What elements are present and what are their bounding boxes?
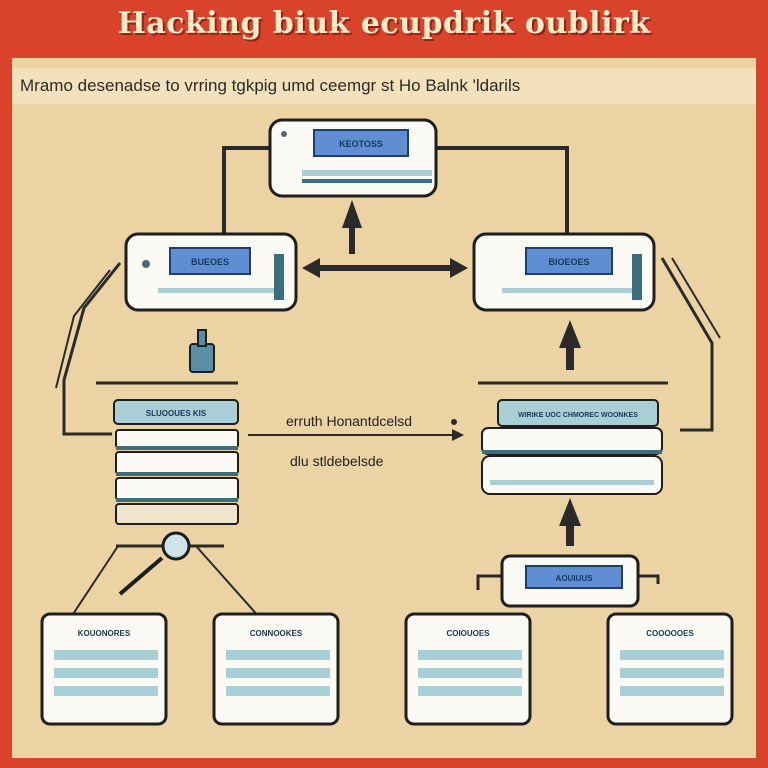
- bottom-box-2: CONNOOKES: [212, 612, 340, 726]
- box-label: COOOOOES: [646, 629, 694, 638]
- drive-stripe: [418, 686, 522, 696]
- drive-stripe: [226, 650, 330, 660]
- node-label-box: [169, 247, 251, 275]
- connector-dot: [451, 419, 457, 425]
- server-left: BUEOES: [124, 232, 298, 312]
- node-label: AOUIUUS: [556, 574, 594, 583]
- connector-key-right: [195, 545, 261, 619]
- subtitle-strip: Mramo desenadse to vrring tgkpig umd cee…: [12, 68, 756, 104]
- key-icon: [118, 531, 191, 596]
- drive-stripe: [418, 650, 522, 660]
- connector-right-loop: [660, 257, 714, 432]
- drive-stripe: [226, 668, 330, 678]
- node-label-box: [525, 247, 613, 275]
- node-label: KEOTOSS: [339, 139, 383, 149]
- drive-stripe: [620, 650, 724, 660]
- connector-top-left: [222, 146, 270, 236]
- arrow-up-icon: [559, 498, 581, 546]
- box-label: KOUONORES: [78, 629, 131, 638]
- connector-right-loop-2: [671, 257, 721, 339]
- bottom-box-1: KOUONORES: [40, 612, 168, 726]
- arrow-up-icon: [342, 200, 362, 254]
- double-arrow-icon: [302, 258, 468, 278]
- connector-left-loop-2: [55, 269, 111, 389]
- diagram-panel: Mramo desenadse to vrring tgkpig umd cee…: [12, 58, 756, 758]
- status-light: [142, 260, 150, 268]
- status-light: [281, 131, 287, 137]
- node-label-box: [525, 565, 623, 589]
- edge-label: erruth Honantdcelsd: [286, 413, 412, 429]
- network-diagram: KEOTOSS BUEOES BIOEOES: [40, 118, 734, 726]
- plug-icon: [189, 329, 215, 373]
- drive-stripe: [54, 686, 158, 696]
- drive-stripe: [116, 472, 238, 476]
- box-label: CONNOOKES: [250, 629, 303, 638]
- arrow-up-icon: [559, 320, 581, 370]
- bottom-box-4: COOOOOES: [606, 612, 734, 726]
- server-bottom: AOUIUUS: [500, 554, 640, 608]
- server-top: KEOTOSS: [268, 118, 438, 198]
- data-stack-left: SLUOOUES KIS: [113, 399, 239, 525]
- drive-stripe: [490, 480, 654, 485]
- connector-top-right: [436, 146, 569, 236]
- drive-stripe: [226, 686, 330, 696]
- connector-left-loop: [62, 262, 122, 436]
- bottom-box-3: COIOUOES: [404, 612, 532, 726]
- drive-stripe: [632, 254, 642, 300]
- poster-title: Hacking biuk ecupdrik oublirk: [117, 6, 651, 41]
- drive-stripe: [274, 254, 284, 300]
- node-label: BUEOES: [191, 257, 229, 267]
- drive-stripe: [482, 450, 662, 454]
- arrow-right-icon: [452, 429, 464, 441]
- connectors: [51, 146, 721, 647]
- drive-stripe: [502, 288, 642, 293]
- box-label: COIOUOES: [446, 629, 490, 638]
- drive-stripe: [116, 446, 238, 450]
- stack-label: WIRIKE UOC CHMOREC WOONKES: [518, 412, 638, 419]
- drive-stripe: [620, 686, 724, 696]
- drive-stripe: [302, 170, 432, 176]
- drive-stripe: [158, 288, 284, 293]
- poster-subtitle: Mramo desenadse to vrring tgkpig umd cee…: [20, 76, 521, 95]
- drive-stripe: [302, 179, 432, 183]
- drive-stripe: [54, 650, 158, 660]
- arrows: [302, 200, 581, 546]
- drive-stripe: [54, 668, 158, 678]
- connector-bottom-server-left: [476, 574, 502, 590]
- drive-stripe: [620, 668, 724, 678]
- edge-label: dlu stldebelsde: [290, 453, 384, 469]
- node-label-box: [313, 129, 409, 157]
- drive-stripe: [418, 668, 522, 678]
- drive-stripe: [116, 498, 238, 502]
- connector-bottom-server-right: [638, 574, 660, 584]
- server-right: BIOEOES: [472, 232, 656, 312]
- node-label: BIOEOES: [548, 257, 589, 267]
- stack-label: SLUOOUES KIS: [146, 409, 207, 418]
- data-stack-right: WIRIKE UOC CHMOREC WOONKES: [481, 399, 663, 495]
